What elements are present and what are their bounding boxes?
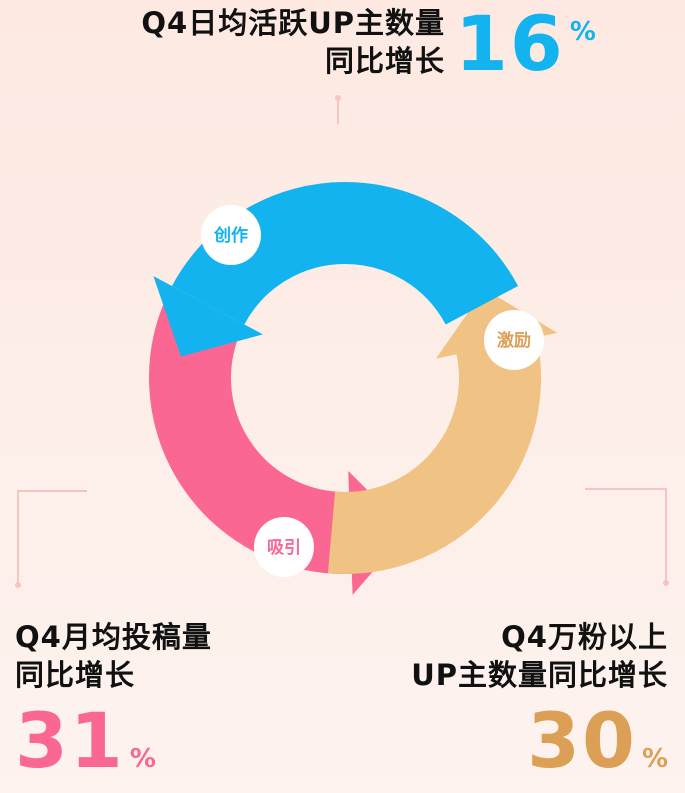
attract-badge [254, 517, 314, 577]
left-stat-line2: 同比增长 [15, 658, 136, 692]
left-stat-label: Q4月均投稿量 同比增长 [15, 618, 212, 694]
left-stat-number: 31 [15, 696, 125, 785]
attract-label: 吸引 [267, 538, 301, 558]
reward-badge [484, 310, 544, 370]
create-label: 创作 [213, 225, 248, 246]
create-arrowhead [153, 276, 263, 357]
right-stat-label: Q4万粉以上 UP主数量同比增长 [411, 618, 668, 694]
left-connector [17, 490, 87, 585]
reward-label: 激励 [497, 330, 531, 351]
top-stat-unit: % [569, 17, 596, 47]
top-stat-label: Q4日均活跃UP主数量 同比增长 [141, 4, 445, 80]
top-stat-line1: Q4日均活跃UP主数量 [141, 6, 445, 40]
right-stat-line1: Q4万粉以上 [501, 620, 668, 654]
reward-arrow [327, 337, 541, 574]
top-stat-line2: 同比增长 [324, 44, 445, 78]
left-stat-value: 31 % [15, 703, 156, 779]
top-stat-number: 16 [455, 0, 565, 88]
connector-lines [15, 95, 669, 588]
top-stat-value: 16 % [455, 6, 596, 82]
create-arrow [171, 182, 519, 326]
right-connector [585, 488, 667, 583]
create-badge [201, 205, 261, 265]
left-stat-unit: % [129, 744, 156, 774]
left-stat-line1: Q4月均投稿量 [15, 620, 212, 654]
right-stat-value: 30 % [527, 703, 668, 779]
right-stat-line2: UP主数量同比增长 [411, 658, 668, 692]
right-stat-number: 30 [527, 696, 637, 785]
right-stat-unit: % [641, 744, 668, 774]
